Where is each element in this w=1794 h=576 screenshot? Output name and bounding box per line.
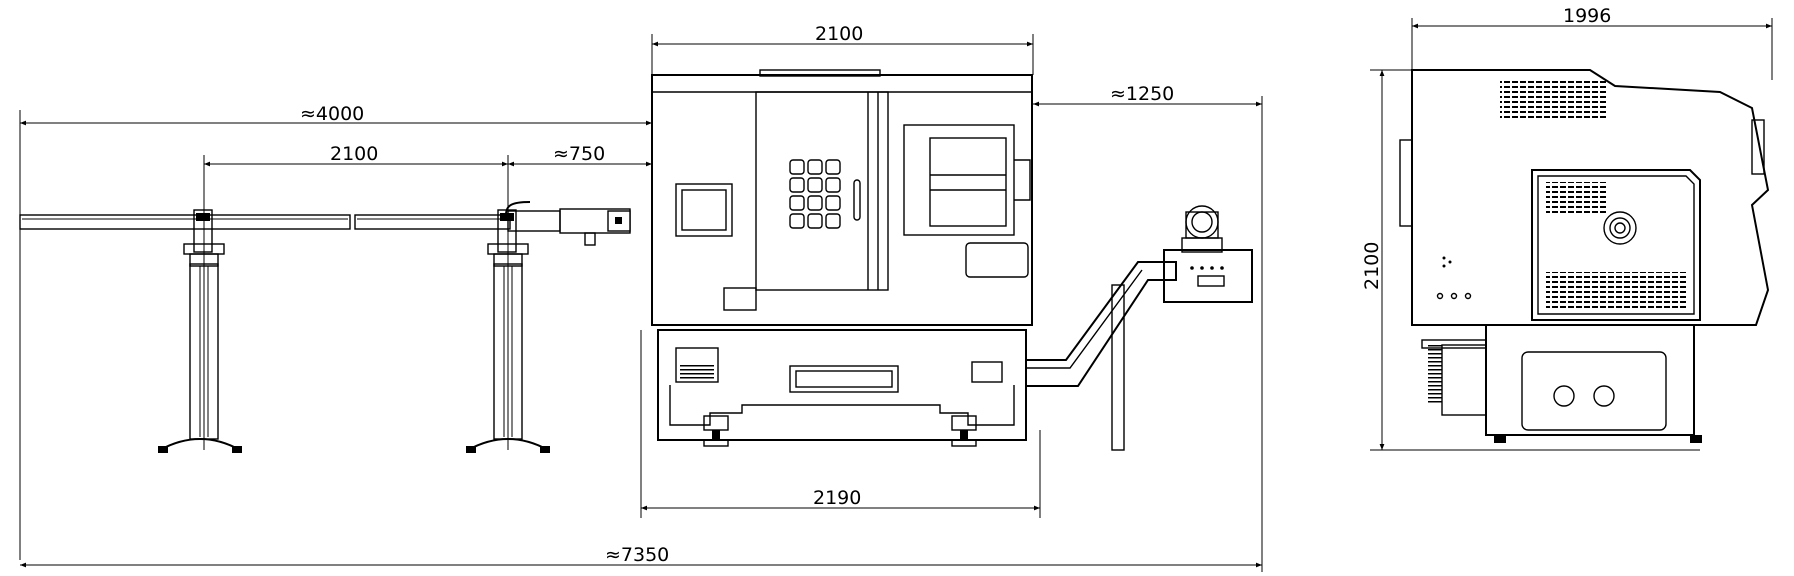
dim-machine-base-width: 2190 [813,487,861,509]
bar-feeder [19,201,631,453]
dim-bar-feeder-length: ≈4000 [300,103,364,125]
dim-machine-width-top: 2100 [815,23,863,45]
dim-bar-feeder-span: 2100 [330,143,378,165]
dim-overall-height: 2100 [1361,242,1383,290]
chip-conveyor [1026,205,1253,451]
lathe-front-view [651,69,1033,447]
lathe-side-view [1399,69,1770,443]
dim-feeder-to-machine: ≈750 [553,143,605,165]
dim-overall-length: ≈7350 [605,544,669,566]
control-panel-keys [789,159,861,229]
dim-side-depth: 1996 [1563,5,1611,27]
dim-conveyor-extension: ≈1250 [1110,83,1174,105]
dimension-lines [19,18,1773,572]
